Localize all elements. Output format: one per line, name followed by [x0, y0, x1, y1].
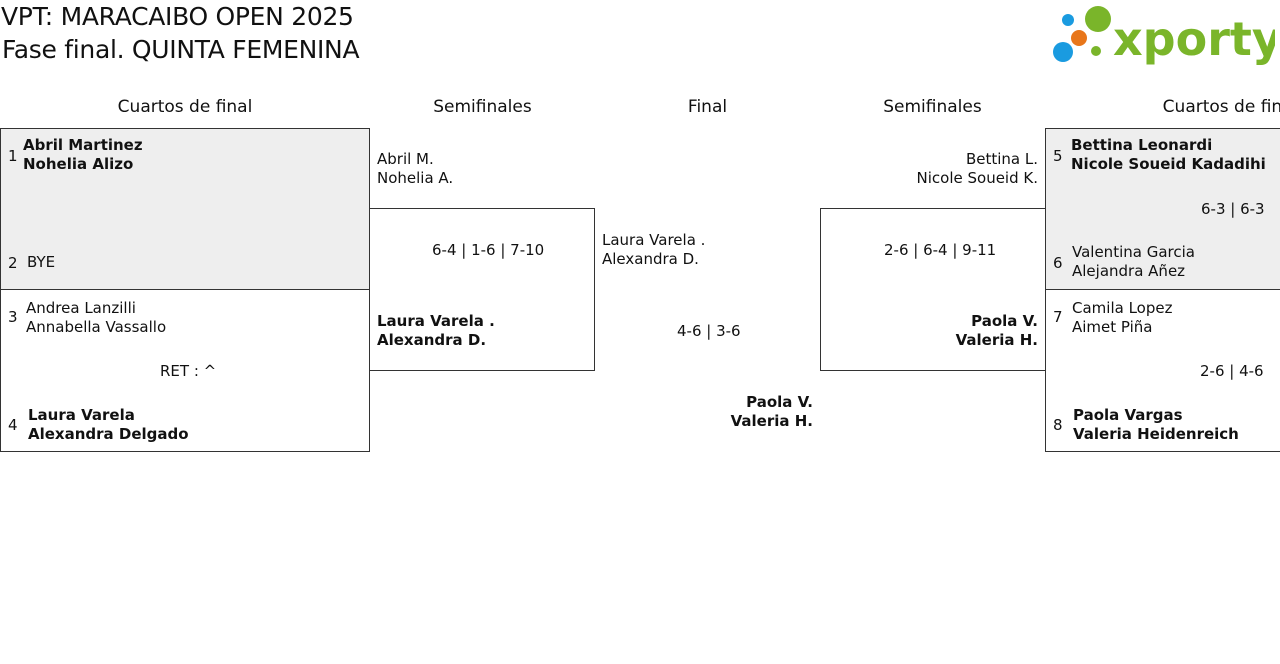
player-name: Alexandra D. [602, 250, 699, 268]
player-name: Alexandra Delgado [28, 425, 189, 443]
player-name: Nicole Soueid K. [916, 169, 1038, 187]
match-score: 2-6 | 6-4 | 9-11 [884, 241, 997, 259]
player-name: Alejandra Añez [1072, 262, 1186, 280]
player-name: Valeria H. [955, 331, 1038, 349]
seed-number: 5 [1053, 147, 1063, 165]
match-card-left-sf[interactable]: 6-4 | 1-6 | 7-10 Laura Varela . Alexandr… [369, 208, 595, 371]
player-name: Valentina Garcia [1072, 243, 1195, 261]
match-card-left-qf-2[interactable]: 3 Andrea Lanzilli Annabella Vassallo RET… [0, 289, 370, 452]
player-name: Abril Martinez [23, 136, 143, 154]
player-name: Paola V. [971, 312, 1038, 330]
player-name: Nohelia A. [377, 169, 454, 187]
match-score: RET : ^ [160, 362, 217, 380]
player-name: Laura Varela . [377, 312, 495, 330]
col-header-right-sf: Semifinales [883, 97, 982, 117]
match-card-left-qf-1[interactable]: 1 Abril Martinez Nohelia Alizo 2 BYE [0, 128, 370, 290]
col-header-left-qf: Cuartos de final [117, 97, 253, 117]
logo-text: xporty [1113, 12, 1275, 66]
seed-number: 6 [1053, 254, 1063, 272]
player-name: Andrea Lanzilli [26, 299, 136, 317]
xporty-logo-mark: xporty [1053, 6, 1280, 66]
player-name: Alexandra D. [377, 331, 487, 349]
match-score: 2-6 | 4-6 [1200, 362, 1264, 380]
player-name: Bettina Leonardi [1071, 136, 1213, 154]
player-name: Nicole Soueid Kadadihi [1071, 155, 1266, 173]
col-header-final: Final [687, 97, 728, 117]
seed-number: 1 [8, 147, 18, 165]
match-score: 6-4 | 1-6 | 7-10 [432, 241, 545, 259]
player-name: BYE [27, 253, 56, 271]
player-name: Paola V. [746, 393, 813, 411]
seed-number: 4 [8, 416, 18, 434]
player-name: Aimet Piña [1072, 318, 1153, 336]
seed-number: 7 [1053, 308, 1063, 326]
match-score: 6-3 | 6-3 [1201, 200, 1265, 218]
xporty-logo: xporty [1050, 3, 1280, 68]
player-name: Annabella Vassallo [26, 318, 167, 336]
player-name: Valeria H. [730, 412, 813, 430]
page-title: VPT: MARACAIBO OPEN 2025 [1, 2, 354, 31]
col-header-right-qf: Cuartos de final [1162, 97, 1280, 117]
col-header-left-sf: Semifinales [433, 97, 532, 117]
seed-number: 8 [1053, 416, 1063, 434]
page-subtitle: Fase final. QUINTA FEMENINA [2, 35, 360, 64]
match-card-right-sf[interactable]: 2-6 | 6-4 | 9-11 Paola V. Valeria H. [820, 208, 1046, 371]
player-name: Camila Lopez [1072, 299, 1173, 317]
seed-number: 3 [8, 308, 18, 326]
player-name: Valeria Heidenreich [1073, 425, 1239, 443]
player-name: Laura Varela [28, 406, 135, 424]
match-card-right-qf-2[interactable]: 7 Camila Lopez Aimet Piña 2-6 | 4-6 8 Pa… [1045, 289, 1280, 452]
player-name: Nohelia Alizo [23, 155, 134, 173]
seed-number: 2 [8, 254, 18, 272]
player-name: Laura Varela . [602, 231, 706, 249]
player-name: Abril M. [377, 150, 434, 168]
match-score: 4-6 | 3-6 [677, 322, 741, 340]
player-name: Bettina L. [965, 150, 1038, 168]
match-card-right-qf-1[interactable]: 5 Bettina Leonardi Nicole Soueid Kadadih… [1045, 128, 1280, 290]
player-name: Paola Vargas [1073, 406, 1183, 424]
